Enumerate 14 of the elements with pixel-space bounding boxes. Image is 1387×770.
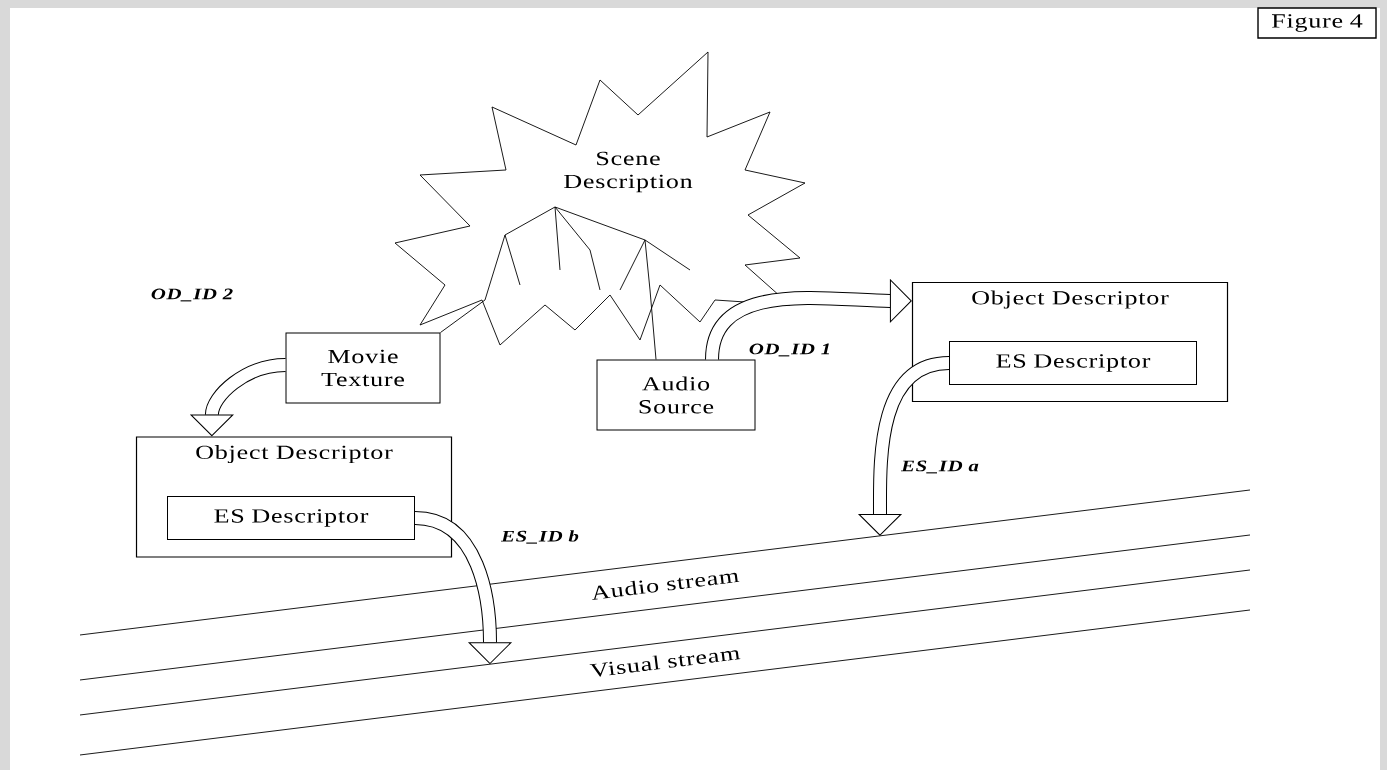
node-box: Audio Source xyxy=(596,359,756,431)
figure-label-box: Figure 4 xyxy=(1257,7,1377,39)
block-arrow xyxy=(858,356,950,536)
stream-label: Visual stream xyxy=(589,650,741,677)
node-box: Movie Texture xyxy=(285,332,441,404)
edge-label: ES_ID b xyxy=(500,529,580,545)
block-arrow xyxy=(190,358,286,437)
descriptor-box: ES Descriptor xyxy=(167,496,415,540)
descriptor-box: ES Descriptor xyxy=(949,341,1197,385)
tree-line xyxy=(440,299,486,333)
block-arrow xyxy=(414,511,512,664)
stream-label: Audio stream xyxy=(592,572,740,600)
tree-line xyxy=(649,289,657,360)
block-arrow xyxy=(705,279,912,361)
